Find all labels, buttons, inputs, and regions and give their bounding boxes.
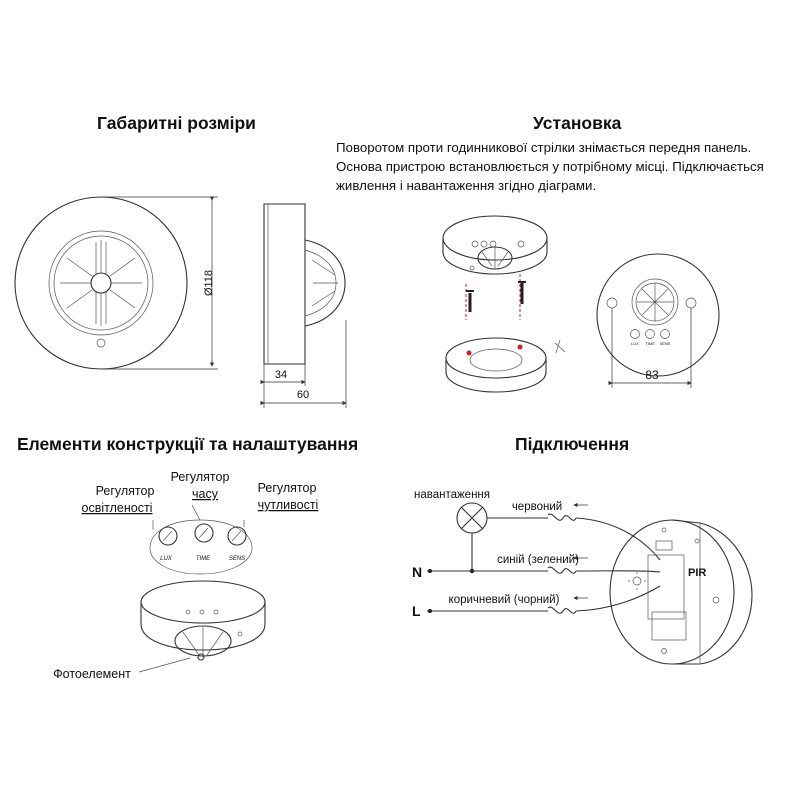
photo-element-label: Фотоелемент bbox=[53, 667, 131, 681]
pir-label: PIR bbox=[688, 567, 706, 579]
sensor-elements-view: LUX TIME SENS bbox=[138, 504, 266, 673]
install-line-1: Поворотом проти годинникової стрілки зні… bbox=[336, 140, 752, 155]
neutral-label: N bbox=[412, 564, 422, 580]
sens-regulator-label-1: Регулятор bbox=[258, 481, 317, 495]
red-wire-label: червоний bbox=[512, 501, 562, 513]
blue-wire-label: синій (зелений) bbox=[497, 554, 579, 566]
elements-knob-sens: SENS bbox=[229, 556, 245, 562]
install-exploded-view bbox=[442, 215, 566, 393]
install-description: Поворотом проти годинникової стрілки зні… bbox=[336, 138, 796, 195]
install-mount-front: LUX TIME SENS 83 bbox=[596, 253, 720, 388]
line-label: L bbox=[412, 603, 421, 619]
install-title: Установка bbox=[533, 113, 622, 133]
sensor-side-view: 34 60 bbox=[260, 203, 347, 408]
install-line-2: Основа пристрою встановлюється у потрібн… bbox=[336, 159, 764, 174]
light-regulator-label-2: освітленості bbox=[82, 501, 153, 515]
elements-knob-time: TIME bbox=[196, 556, 211, 562]
wiring-diagram bbox=[427, 502, 753, 665]
load-label: навантаження bbox=[414, 489, 490, 501]
dimensions-title: Габаритні розміри bbox=[97, 113, 256, 133]
elements-title: Елементи конструкції та налаштування bbox=[17, 434, 359, 454]
sensor-front-view: Ø118 bbox=[14, 196, 218, 370]
time-regulator-label-1: Регулятор bbox=[171, 470, 230, 484]
screw-icon bbox=[518, 274, 526, 320]
lamp-icon bbox=[456, 502, 488, 534]
diameter-label: Ø118 bbox=[203, 270, 215, 296]
install-line-3: живлення і навантаження згідно діаграми. bbox=[336, 178, 597, 193]
elements-knob-lux: LUX bbox=[160, 556, 173, 562]
time-regulator-label-2: часу bbox=[192, 487, 219, 501]
brown-wire-label: коричневий (чорний) bbox=[449, 594, 560, 606]
mount-dim-label: 83 bbox=[645, 368, 659, 382]
light-regulator-label-1: Регулятор bbox=[96, 484, 155, 498]
mount-knob-lux: LUX bbox=[631, 341, 639, 346]
side-small-label: 34 bbox=[275, 369, 287, 381]
side-total-label: 60 bbox=[297, 389, 309, 401]
mount-knob-sens: SENS bbox=[660, 341, 671, 346]
mount-knob-time: TIME bbox=[645, 341, 655, 346]
sens-regulator-label-2: чутливості bbox=[258, 498, 319, 512]
wiring-title: Підключення bbox=[515, 434, 630, 454]
screw-icon bbox=[465, 284, 474, 320]
